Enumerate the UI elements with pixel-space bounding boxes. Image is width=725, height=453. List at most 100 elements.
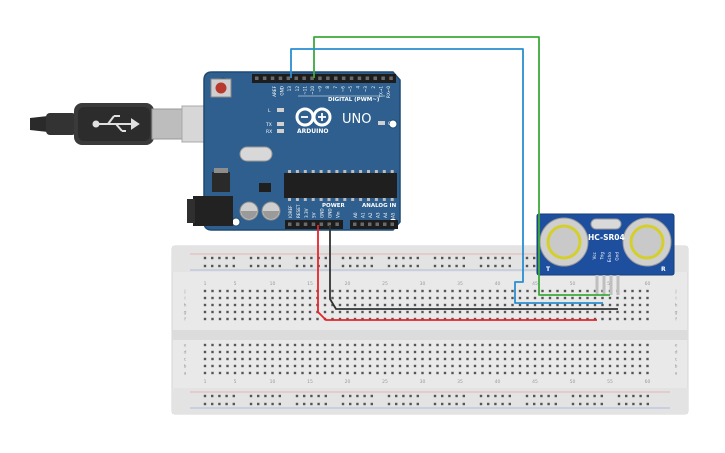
rail-hole[interactable] xyxy=(232,394,235,398)
terminal-hole[interactable] xyxy=(518,371,522,375)
header-pin[interactable] xyxy=(294,76,299,81)
terminal-hole[interactable] xyxy=(608,310,612,314)
terminal-hole[interactable] xyxy=(211,289,214,293)
terminal-hole[interactable] xyxy=(586,289,589,293)
terminal-hole[interactable] xyxy=(638,310,642,314)
terminal-hole[interactable] xyxy=(616,303,619,307)
rail-hole[interactable] xyxy=(225,394,228,398)
rail-hole[interactable] xyxy=(341,394,345,398)
terminal-hole[interactable] xyxy=(616,343,619,347)
terminal-hole[interactable] xyxy=(286,343,289,347)
header-pin[interactable] xyxy=(288,222,292,227)
terminal-hole[interactable] xyxy=(428,357,432,361)
terminal-hole[interactable] xyxy=(548,350,552,354)
rail-hole[interactable] xyxy=(324,256,327,260)
terminal-hole[interactable] xyxy=(586,310,589,314)
terminal-hole[interactable] xyxy=(316,317,319,321)
terminal-hole[interactable] xyxy=(593,357,597,361)
terminal-hole[interactable] xyxy=(361,317,364,321)
terminal-hole[interactable] xyxy=(323,310,327,314)
terminal-hole[interactable] xyxy=(481,289,484,293)
terminal-hole[interactable] xyxy=(256,310,259,314)
terminal-hole[interactable] xyxy=(533,371,537,375)
terminal-hole[interactable] xyxy=(451,364,454,368)
terminal-hole[interactable] xyxy=(623,364,627,368)
terminal-hole[interactable] xyxy=(638,364,642,368)
terminal-hole[interactable] xyxy=(481,303,484,307)
terminal-hole[interactable] xyxy=(383,296,387,300)
terminal-hole[interactable] xyxy=(638,357,642,361)
terminal-hole[interactable] xyxy=(293,350,297,354)
rail-hole[interactable] xyxy=(441,264,444,268)
terminal-hole[interactable] xyxy=(466,310,469,314)
terminal-hole[interactable] xyxy=(211,317,214,321)
rail-hole[interactable] xyxy=(310,402,313,406)
rail-hole[interactable] xyxy=(211,264,214,268)
terminal-hole[interactable] xyxy=(308,343,312,347)
terminal-hole[interactable] xyxy=(301,296,304,300)
rail-hole[interactable] xyxy=(448,394,451,398)
terminal-hole[interactable] xyxy=(451,296,454,300)
terminal-hole[interactable] xyxy=(548,303,552,307)
header-pin[interactable] xyxy=(335,222,339,227)
rail-hole[interactable] xyxy=(363,264,366,268)
terminal-hole[interactable] xyxy=(263,310,267,314)
terminal-hole[interactable] xyxy=(496,310,499,314)
rail-hole[interactable] xyxy=(341,402,345,406)
terminal-hole[interactable] xyxy=(616,296,619,300)
terminal-hole[interactable] xyxy=(541,371,544,375)
terminal-hole[interactable] xyxy=(421,296,424,300)
terminal-hole[interactable] xyxy=(571,350,574,354)
terminal-hole[interactable] xyxy=(263,289,267,293)
rail-hole[interactable] xyxy=(341,256,345,260)
terminal-hole[interactable] xyxy=(241,317,244,321)
rail-hole[interactable] xyxy=(295,264,299,268)
terminal-hole[interactable] xyxy=(458,303,462,307)
terminal-hole[interactable] xyxy=(391,343,394,347)
terminal-hole[interactable] xyxy=(361,296,364,300)
terminal-hole[interactable] xyxy=(211,310,214,314)
terminal-hole[interactable] xyxy=(226,310,229,314)
terminal-hole[interactable] xyxy=(578,350,582,354)
terminal-hole[interactable] xyxy=(293,289,297,293)
rail-hole[interactable] xyxy=(448,402,451,406)
rail-hole[interactable] xyxy=(402,264,405,268)
terminal-hole[interactable] xyxy=(248,296,252,300)
terminal-hole[interactable] xyxy=(473,343,477,347)
terminal-hole[interactable] xyxy=(293,296,297,300)
rail-hole[interactable] xyxy=(501,256,504,260)
terminal-hole[interactable] xyxy=(511,343,514,347)
terminal-hole[interactable] xyxy=(346,317,349,321)
terminal-hole[interactable] xyxy=(586,317,589,321)
header-pin[interactable] xyxy=(375,222,380,227)
terminal-hole[interactable] xyxy=(211,350,214,354)
terminal-hole[interactable] xyxy=(631,310,634,314)
header-pin[interactable] xyxy=(295,222,300,227)
terminal-hole[interactable] xyxy=(406,310,409,314)
terminal-hole[interactable] xyxy=(383,364,387,368)
terminal-hole[interactable] xyxy=(488,296,492,300)
rail-hole[interactable] xyxy=(395,264,398,268)
terminal-hole[interactable] xyxy=(331,371,334,375)
terminal-hole[interactable] xyxy=(353,296,357,300)
rail-hole[interactable] xyxy=(487,402,490,406)
rail-hole[interactable] xyxy=(540,394,543,398)
terminal-hole[interactable] xyxy=(218,350,222,354)
terminal-hole[interactable] xyxy=(646,303,649,307)
rail-hole[interactable] xyxy=(455,402,458,406)
terminal-hole[interactable] xyxy=(376,289,379,293)
terminal-hole[interactable] xyxy=(518,357,522,361)
terminal-hole[interactable] xyxy=(436,371,439,375)
terminal-hole[interactable] xyxy=(391,371,394,375)
terminal-hole[interactable] xyxy=(413,310,417,314)
rail-hole[interactable] xyxy=(632,402,635,406)
terminal-hole[interactable] xyxy=(496,364,499,368)
terminal-hole[interactable] xyxy=(301,371,304,375)
terminal-hole[interactable] xyxy=(421,289,424,293)
rail-hole[interactable] xyxy=(416,256,419,260)
terminal-hole[interactable] xyxy=(638,371,642,375)
terminal-hole[interactable] xyxy=(271,357,274,361)
rail-hole[interactable] xyxy=(249,264,253,268)
terminal-hole[interactable] xyxy=(413,357,417,361)
terminal-hole[interactable] xyxy=(368,364,372,368)
